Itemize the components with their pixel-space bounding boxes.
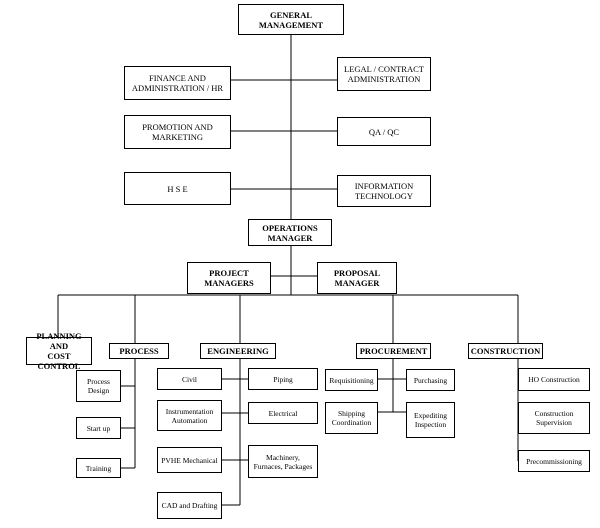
instrumentation-automation-box: Instrumentation Automation: [157, 400, 222, 431]
engineering-box: ENGINEERING: [200, 343, 276, 359]
machinery-furnaces-packages-box: Machinery, Furnaces, Packages: [248, 445, 318, 478]
legal-contract-box: LEGAL / CONTRACT ADMINISTRATION: [337, 57, 431, 91]
finance-admin-hr-box: FINANCE AND ADMINISTRATION / HR: [124, 66, 231, 100]
general-management-box: GENERAL MANAGEMENT: [238, 4, 344, 35]
hse-box: H S E: [124, 172, 231, 205]
expediting-inspection-box: Expediting Inspection: [406, 402, 455, 438]
shipping-coordination-box: Shipping Coordination: [325, 402, 378, 434]
electrical-box: Electrical: [248, 402, 318, 424]
information-technology-box: INFORMATION TECHNOLOGY: [337, 175, 431, 207]
start-up-box: Start up: [76, 417, 121, 439]
construction-supervision-box: Construction Supervision: [518, 402, 590, 434]
operations-manager-box: OPERATIONS MANAGER: [248, 219, 332, 246]
training-box: Training: [76, 458, 121, 478]
piping-box: Piping: [248, 368, 318, 390]
proposal-manager-box: PROPOSAL MANAGER: [317, 262, 397, 294]
precommissioning-box: Precommissioning: [518, 450, 590, 472]
ho-construction-box: HO Construction: [518, 368, 590, 391]
project-managers-box: PROJECT MANAGERS: [187, 262, 271, 294]
construction-box: CONSTRUCTION: [468, 343, 543, 359]
planning-cost-control-box: PLANNING AND COST CONTROL: [26, 331, 92, 371]
procurement-box: PROCUREMENT: [356, 343, 431, 359]
pvhe-mechanical-box: PVHE Mechanical: [157, 447, 222, 473]
process-box: PROCESS: [109, 343, 169, 359]
civil-box: Civil: [157, 368, 222, 390]
requisitioning-box: Requisitioning: [325, 369, 378, 391]
process-design-box: Process Design: [76, 370, 121, 402]
purchasing-box: Purchasing: [406, 369, 455, 391]
qa-qc-box: QA / QC: [337, 117, 431, 146]
promotion-marketing-box: PROMOTION AND MARKETING: [124, 115, 231, 149]
cad-drafting-box: CAD and Drafting: [157, 492, 222, 519]
